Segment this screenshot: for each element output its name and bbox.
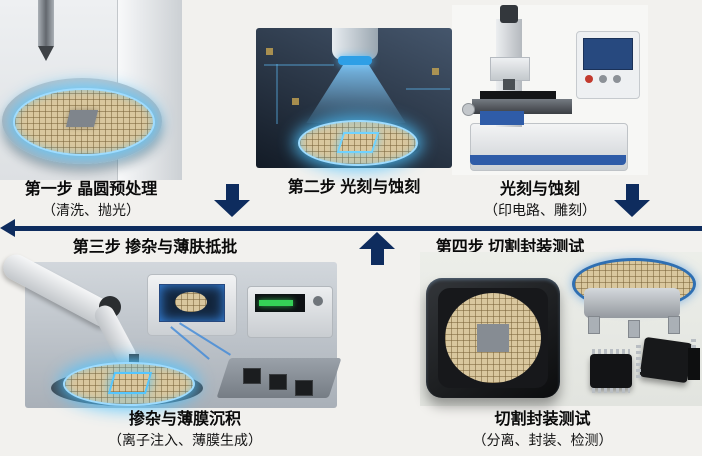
wafer-icon (63, 362, 195, 406)
circuit-pad (292, 98, 299, 105)
step3-result-label: 掺杂与薄膜沉积 （离子注入、薄膜生成） (55, 410, 315, 449)
column-foot-accent (480, 111, 524, 125)
step4-title: 第四步 切割封装测试 (435, 239, 585, 256)
light-cone (306, 65, 406, 123)
step4-result-subtitle: （分离、封装、检测） (472, 432, 613, 448)
step2b-title: 光刻与蚀刻 (499, 181, 580, 198)
step1-label: 第一步 晶圆预处理 （清洗、抛光） (0, 180, 182, 219)
chip-icon (243, 368, 261, 384)
circuit-trace (264, 64, 334, 66)
up-arrow-icon (359, 232, 395, 265)
xy-stage (472, 99, 572, 114)
platform-leg (668, 316, 680, 334)
step1-title: 第一步 晶圆预处理 (24, 181, 158, 198)
etching-inspection-machine-image (452, 5, 648, 175)
console-button (613, 75, 621, 83)
platform-leg (628, 320, 640, 338)
chip-icon (295, 380, 313, 396)
microscope-head (490, 57, 530, 81)
flow-line (10, 226, 702, 231)
chip-pins (592, 349, 630, 354)
packaged-chip-icon (639, 336, 693, 384)
arrow-head (214, 200, 250, 217)
chamber-wafer-icon (175, 292, 207, 312)
power-button-icon (585, 75, 593, 83)
stage-knob (462, 103, 475, 116)
lens-blue-ring (338, 56, 372, 65)
polishing-tool-rod (38, 0, 54, 46)
wafer-center-die (477, 324, 509, 352)
console-button (599, 75, 607, 83)
circuit-pad (266, 48, 273, 55)
wafer-center-die (65, 110, 99, 127)
arrow-stem (625, 184, 639, 200)
step4-label: 第四步 切割封装测试 (405, 238, 615, 258)
step3-result-subtitle: （离子注入、薄膜生成） (108, 432, 262, 448)
step2-title: 第二步 光刻与蚀刻 (287, 179, 421, 196)
down-arrow-1-icon (214, 184, 250, 217)
doping-deposition-station-image (0, 250, 342, 408)
chip-pins (636, 344, 641, 378)
arrow-head (614, 200, 650, 217)
step4-result-title: 切割封装测试 (494, 411, 591, 428)
step2b-subtitle: （印电路、雕刻） (484, 202, 596, 218)
diced-wafer-packaging-image (420, 252, 702, 406)
exposed-die-outline (336, 132, 380, 153)
wafer-icon (298, 120, 418, 166)
flow-line-left-arrow-icon (0, 219, 15, 237)
lithography-exposure-image (256, 28, 452, 168)
step3-result-title: 掺杂与薄膜沉积 (128, 411, 241, 428)
circuit-pad (432, 68, 439, 75)
step2b-label: 光刻与蚀刻 （印电路、雕刻） (460, 180, 620, 219)
small-component-icon (688, 348, 700, 380)
step2-label: 第二步 光刻与蚀刻 (256, 178, 452, 198)
chip-icon (269, 374, 287, 390)
step1-subtitle: （清洗、抛光） (42, 202, 140, 218)
glowing-die-outline (107, 372, 153, 394)
step3-label: 第三步 掺杂与薄肤抵批 (40, 238, 270, 258)
down-arrow-2-icon (614, 184, 650, 217)
instrument-readout-bar (259, 300, 293, 306)
robot-tool-head (129, 354, 139, 368)
platform-leg (588, 316, 600, 334)
camera-icon (500, 5, 518, 23)
chip-pins (592, 388, 630, 393)
packaged-chip-icon (590, 354, 632, 388)
projection-lens-icon (332, 28, 378, 60)
step4-result-label: 切割封装测试 （分离、封装、检测） (420, 410, 665, 449)
objective-lens-icon (503, 79, 515, 90)
instrument-knob (313, 296, 323, 306)
circuit-trace (406, 88, 450, 90)
polishing-tool-tip-icon (38, 46, 54, 61)
step3-title: 第三步 掺杂与薄肤抵批 (72, 239, 238, 256)
machine-base-accent (470, 155, 626, 165)
circuit-trace (276, 64, 278, 124)
stage-plate (480, 91, 556, 100)
wafer-pretreatment-machine-image (0, 0, 182, 180)
arrow-head (359, 232, 395, 249)
arrow-stem (225, 184, 239, 200)
wafer-icon (13, 88, 155, 156)
arrow-stem (370, 249, 384, 265)
console-screen (583, 38, 633, 70)
metal-platform (584, 288, 680, 318)
